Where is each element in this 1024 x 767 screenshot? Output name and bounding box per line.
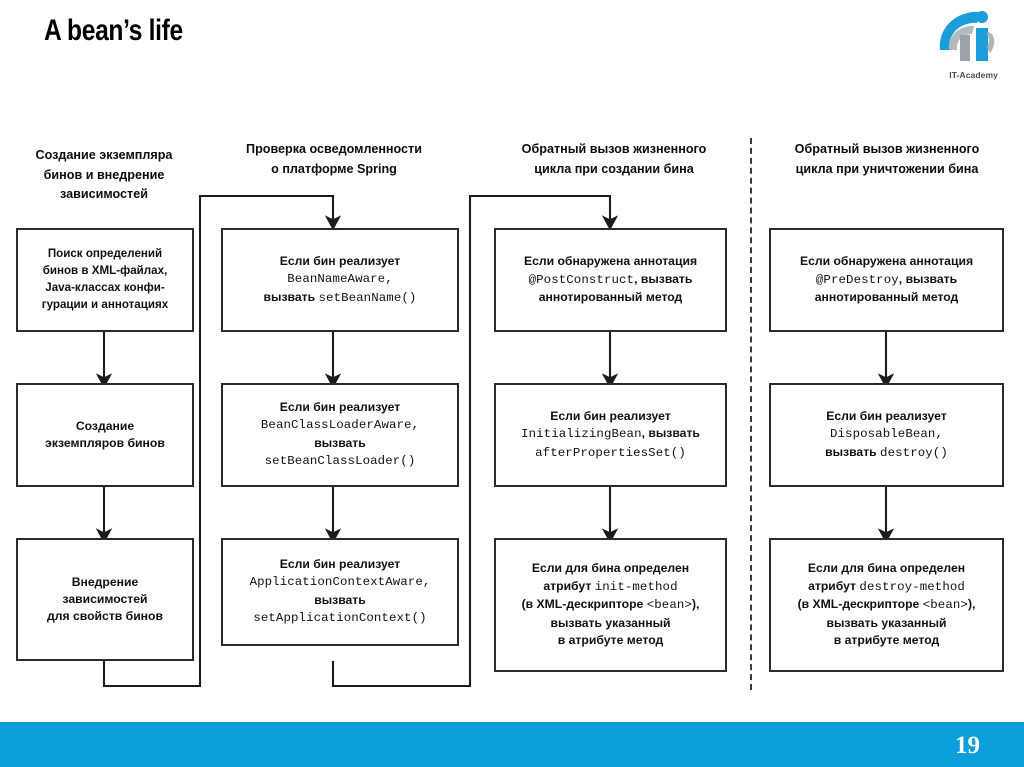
node-text-line: Внедрение: [71, 574, 139, 589]
node-pre-destroy[interactable]: Если обнаружена аннотация @PreDestroy, вы…: [769, 228, 1004, 332]
node-text-line: afterPropertiesSet(): [535, 445, 686, 460]
column-header-init-callbacks: Обратный вызов жизненного цикла при созд…: [521, 142, 707, 176]
node-text: Если обнаружена аннотация @PostConstruct,…: [496, 253, 725, 306]
node-text-line: аннотированный метод: [538, 290, 683, 305]
node-text-line: аннотированный метод: [814, 290, 959, 305]
node-text-line: InitializingBean, вызвать: [521, 426, 700, 442]
node-text-line: экземпляров бинов: [45, 436, 165, 450]
node-text-line: Если бин реализует: [279, 253, 401, 268]
node-text-line: Если бин реализует: [279, 400, 401, 415]
node-text-line: BeanClassLoaderAware,: [260, 418, 420, 433]
node-text-line: вызвать указанный: [826, 615, 947, 630]
node-text-line: Если бин реализует: [550, 408, 671, 423]
node-text-line: вызвать указанный: [550, 615, 671, 630]
node-text-line: вызвать: [314, 593, 366, 607]
node-text-line: вызвать destroy(): [825, 444, 948, 460]
node-text-line: setBeanClassLoader(): [264, 454, 416, 469]
node-text-line: @PostConstruct, вызвать: [528, 271, 693, 287]
node-text-line: атрибут destroy-method: [808, 578, 965, 594]
node-text-line: зависимостей: [62, 591, 148, 606]
node-destroy-method-attribute[interactable]: Если для бина определен атрибут destroy-m…: [769, 538, 1004, 672]
node-text-line: setApplicationContext(): [253, 611, 427, 626]
node-init-method-attribute[interactable]: Если для бина определен атрибут init-meth…: [494, 538, 727, 672]
node-text-line: Если бин реализует: [826, 408, 947, 423]
node-text-line: бинов в XML-файлах,: [42, 264, 168, 278]
node-text-line: гурации и аннотациях: [41, 297, 169, 311]
node-text-line: DisposableBean,: [829, 427, 944, 442]
node-text-line: ApplicationContextAware,: [249, 575, 431, 590]
logo-caption: IT-Academy: [949, 70, 998, 80]
page-title: A bean’s life: [44, 14, 183, 47]
node-text-line: Создание: [75, 418, 135, 433]
node-post-construct[interactable]: Если обнаружена аннотация @PostConstruct,…: [494, 228, 727, 332]
node-text: Внедрение зависимостей для свойств бинов: [18, 574, 192, 626]
node-text-line: Если обнаружена аннотация: [799, 254, 974, 269]
node-text: Создание экземпляров бинов: [18, 418, 192, 453]
node-text-line: в атрибуте метод: [557, 633, 664, 648]
node-text-line: вызвать: [314, 436, 366, 450]
it-academy-logo: IT-Academy: [932, 6, 1010, 82]
node-text-line: Если бин реализует: [279, 557, 401, 572]
node-text: Если обнаружена аннотация @PreDestroy, вы…: [771, 253, 1002, 306]
node-text-line: BeanNameAware,: [287, 272, 393, 287]
column-header-awareness: Проверка осведомленности о платформе Spr…: [246, 142, 422, 176]
node-text-line: в атрибуте метод: [833, 633, 940, 648]
node-inject-dependencies[interactable]: Внедрение зависимостей для свойств бинов: [16, 538, 194, 661]
node-text-line: для свойств бинов: [47, 609, 163, 624]
page-number: 19: [955, 732, 980, 759]
node-text: Поиск определений бинов в XML-файлах, Java…: [18, 246, 192, 313]
node-text-line: Если для бина определен: [807, 561, 966, 576]
node-text-line: атрибут init-method: [543, 578, 678, 594]
node-text-line: Java-классах конфи-: [45, 281, 165, 294]
node-text: Если для бина определен атрибут destroy-m…: [771, 560, 1002, 649]
node-text-line: (в XML-дескрипторе <bean>),: [521, 597, 700, 613]
footer-bar: 19: [0, 722, 1024, 767]
node-text-line: @PreDestroy, вызвать: [815, 271, 958, 287]
node-text-line: вызвать setBeanName(): [263, 289, 417, 305]
node-text-line: Если для бина определен: [531, 561, 690, 576]
section-divider: [750, 138, 752, 690]
node-instantiate-beans[interactable]: Создание экземпляров бинов: [16, 383, 194, 487]
column-header-destroy-callbacks: Обратный вызов жизненного цикла при унич…: [794, 142, 980, 176]
node-text-line: Поиск определений: [47, 247, 163, 261]
node-find-definitions[interactable]: Поиск определений бинов в XML-файлах, Java…: [16, 228, 194, 332]
column-header-creation: Создание экземпляра бинов и внедрение за…: [35, 148, 173, 202]
node-text-line: Если обнаружена аннотация: [523, 254, 698, 269]
bean-lifecycle-diagram: Создание экземпляра бинов и внедрение за…: [16, 138, 1004, 690]
node-text-line: (в XML-дескрипторе <bean>),: [797, 597, 976, 613]
node-text: Если для бина определен атрибут init-meth…: [496, 560, 725, 649]
